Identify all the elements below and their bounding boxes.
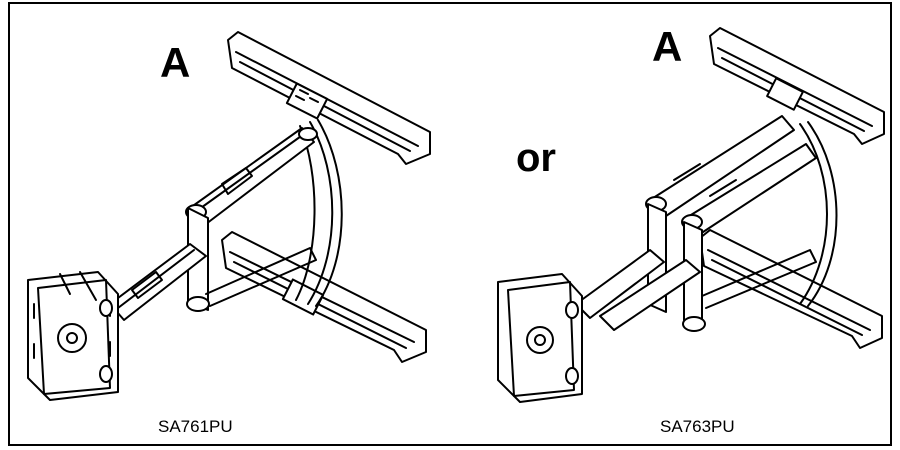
callout-letter-left: A [160,39,191,86]
mount-illustration-sa763pu [497,27,885,403]
callout-letter-right: A [652,23,683,70]
model-label-left: SA761PU [158,417,233,436]
mount-illustration-sa761pu [27,31,431,401]
diagram-frame: A or A SA761PU SA763PU [8,2,892,446]
separator-or: or [516,136,556,180]
model-label-right: SA763PU [660,417,735,436]
